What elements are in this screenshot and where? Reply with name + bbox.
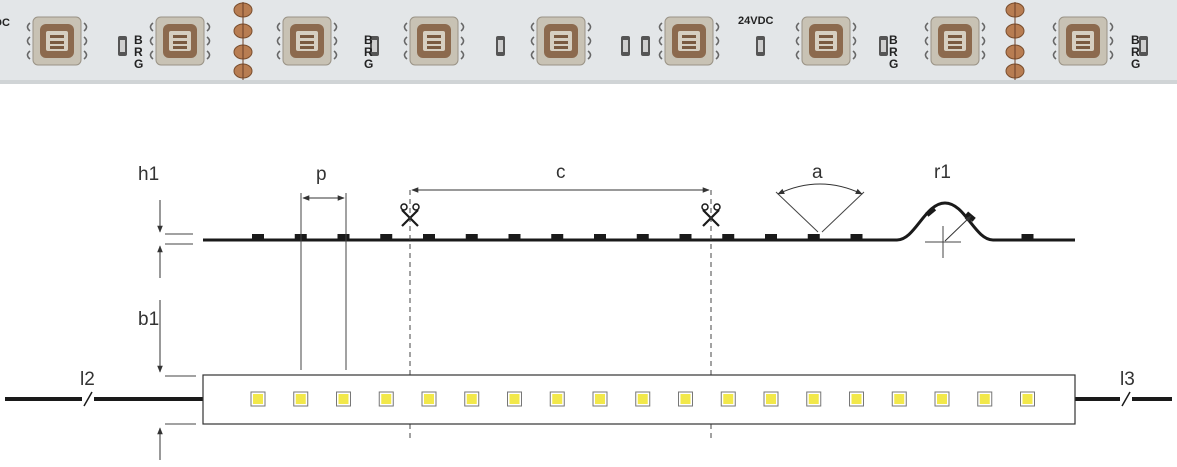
dim-r1-label: r1 (934, 162, 951, 183)
photo-led-group (26, 16, 1114, 66)
dim-h1-label: h1 (138, 164, 159, 185)
top-view: l2 l3 (5, 369, 1172, 425)
side-led-mark (850, 234, 863, 239)
top-led-square (806, 391, 822, 407)
side-view: c p a r1 h1 b1 (138, 162, 1075, 460)
top-led-square (250, 391, 266, 407)
photo-led-chip (658, 16, 720, 66)
top-view-led-group (250, 391, 1035, 407)
side-led-mark (807, 234, 820, 239)
side-led-mark (722, 234, 735, 239)
top-led-square (891, 391, 907, 407)
scissors-icon (701, 203, 721, 227)
photo-channel-letter: G (364, 57, 373, 71)
photo-channel-letter: B (1131, 33, 1140, 47)
top-led-square (293, 391, 309, 407)
photo-channel-letter: B (889, 33, 898, 47)
side-led-mark (423, 234, 435, 239)
photo-led-chip (276, 16, 338, 66)
dim-c-label: c (556, 162, 566, 183)
side-view-led-marks (252, 206, 1034, 239)
angle-a-leg-left (775, 191, 819, 233)
photo-channel-letter: R (1131, 45, 1140, 59)
side-led-mark (465, 234, 478, 239)
photo-cut-pads (233, 2, 1025, 80)
photo-led-chip (530, 16, 592, 66)
side-led-mark (252, 234, 264, 239)
dim-p-label: p (316, 164, 327, 185)
top-led-square (849, 391, 864, 407)
side-led-mark (594, 234, 606, 239)
top-led-square (635, 391, 651, 407)
photo-resistor-group (118, 36, 1148, 56)
top-led-square (720, 391, 736, 407)
top-led-square (378, 391, 394, 407)
strip-photo-shadow (0, 80, 1177, 84)
side-led-mark (380, 234, 393, 239)
photo-channel-letter: R (889, 45, 898, 59)
photo-channel-letter: G (1131, 57, 1140, 71)
side-led-mark (636, 234, 649, 239)
top-led-square (336, 391, 351, 407)
angle-a-arc (777, 183, 863, 195)
dim-l3-label: l3 (1120, 369, 1135, 390)
cable-left-break (83, 391, 93, 407)
photo-cut-pad (233, 2, 253, 80)
top-led-square (934, 391, 950, 407)
top-led-square (1020, 391, 1035, 407)
top-led-square (464, 391, 480, 407)
top-led-square (549, 391, 565, 407)
side-led-mark (1021, 234, 1034, 239)
dim-a-label: a (812, 162, 823, 183)
top-led-square (678, 391, 693, 407)
photo-led-chip (26, 16, 88, 66)
photo-cut-pad (1005, 2, 1025, 80)
voltage-label: 24VDC (738, 15, 774, 27)
photo-channel-letter: G (134, 57, 143, 71)
scissors-icon (400, 203, 420, 227)
side-led-mark (765, 234, 777, 239)
side-led-mark (337, 234, 350, 239)
top-led-square (592, 391, 608, 407)
photo-channel-letter: B (134, 33, 143, 47)
dim-l2-label: l2 (80, 369, 95, 390)
photo-led-chip (149, 16, 211, 66)
top-led-square (977, 391, 993, 407)
cable-right-break (1121, 391, 1131, 407)
partial-dc-label: DC (0, 17, 10, 29)
photo-channel-letter: R (364, 45, 373, 59)
top-led-square (421, 391, 437, 407)
side-led-mark (679, 234, 692, 239)
side-led-mark (925, 206, 937, 217)
photo-channel-letter: B (364, 33, 373, 47)
photo-led-chip (403, 16, 465, 66)
photo-channel-letter: R (134, 45, 143, 59)
side-led-mark (508, 234, 521, 239)
side-led-mark (551, 234, 564, 239)
top-led-square (763, 391, 779, 407)
photo-led-chip (1052, 16, 1114, 66)
photo-led-chip (924, 16, 986, 66)
angle-a-leg-right (821, 191, 865, 233)
dim-b1-label: b1 (138, 309, 159, 330)
top-led-square (507, 391, 522, 407)
photo-led-chip (795, 16, 857, 66)
radius-r1-arrow (944, 215, 972, 242)
photo-channel-letter: G (889, 57, 898, 71)
side-view-strip-line (203, 201, 1075, 242)
